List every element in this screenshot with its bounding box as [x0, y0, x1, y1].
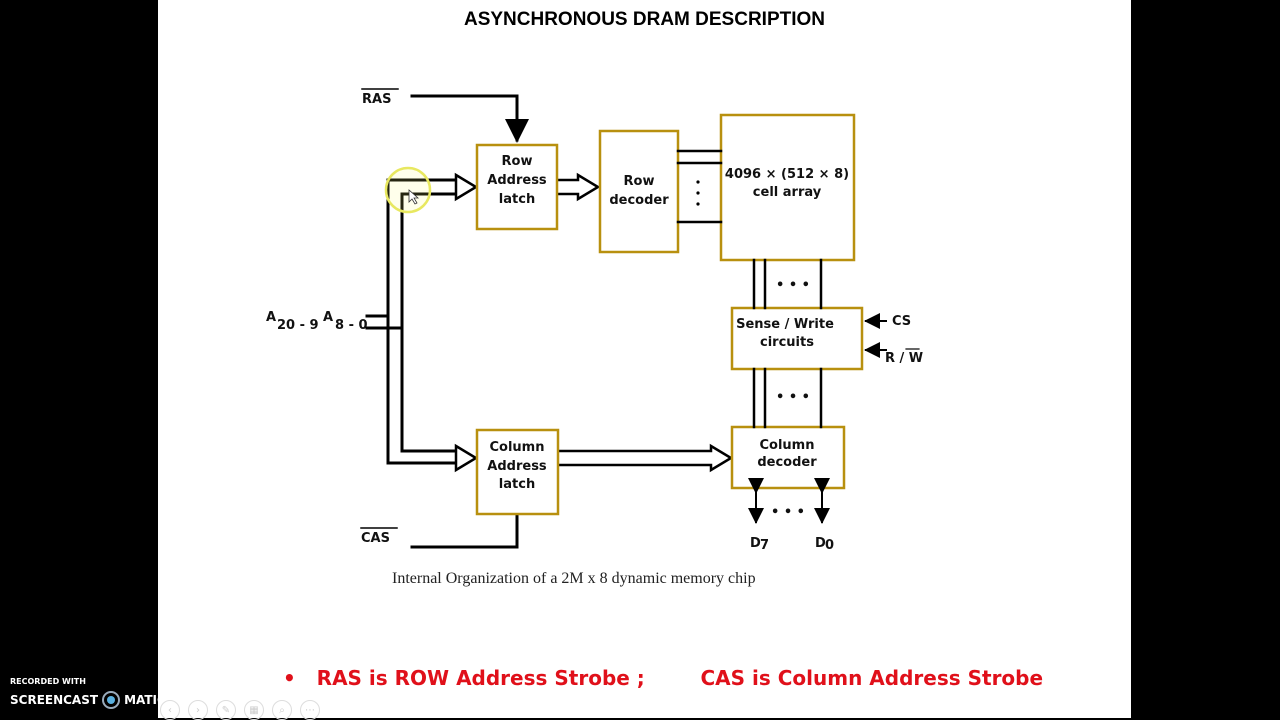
bullet-note: • RAS is ROW Address Strobe ; CAS is Col…: [283, 666, 1044, 690]
addr-lo-label: A: [323, 310, 333, 325]
watermark-text: MATIC: [124, 693, 166, 707]
bus-arrow: [454, 172, 479, 202]
mouse-cursor-icon: [408, 189, 420, 205]
slideshow-controls: ‹ › ✎ ▦ ⌕ ⋯: [160, 700, 320, 720]
row-latch-text: Address: [487, 173, 547, 188]
more-icon[interactable]: ⋯: [300, 700, 320, 720]
sense-write-circuits: [730, 306, 864, 371]
row-latch-text: Row: [502, 154, 533, 169]
ras-line: [410, 94, 529, 143]
cas-label: CAS: [361, 531, 390, 546]
cs-label: CS: [892, 314, 911, 329]
ellipsis: • • •: [776, 278, 810, 293]
ellipsis: • • •: [776, 390, 810, 405]
col-decoder-text: Column: [760, 438, 815, 453]
d0-label: D: [815, 536, 826, 551]
col-latch-text: latch: [499, 477, 535, 492]
row-decoder-text: decoder: [609, 193, 669, 208]
d0-sub: 0: [825, 538, 834, 553]
screencast-watermark: SCREENCAST MATIC: [10, 691, 166, 709]
ras-label: RAS: [362, 92, 391, 107]
col-latch-text: Address: [487, 459, 547, 474]
next-icon[interactable]: ›: [188, 700, 208, 720]
sense-write-text: Sense / Write: [736, 317, 834, 332]
row-address-latch: [475, 143, 559, 231]
row-decoder: [598, 129, 680, 254]
ellipsis: • • •: [771, 505, 805, 520]
addr-hi-label: A: [266, 310, 276, 325]
column-decoder: [730, 425, 846, 490]
slide: ASYNCHRONOUS DRAM DESCRIPTION RAS CAS A …: [158, 0, 1131, 718]
watermark-text: SCREENCAST: [10, 693, 99, 707]
d7-label: D: [750, 536, 761, 551]
d7-sub: 7: [760, 538, 769, 553]
diagram-caption: Internal Organization of a 2M x 8 dynami…: [392, 570, 756, 587]
cell-array-text: cell array: [753, 185, 822, 200]
watermark-line1: RECORDED WITH: [10, 677, 86, 686]
addr-lo-sub: 8 - 0: [335, 318, 368, 333]
col-latch-text: Column: [490, 440, 545, 455]
cell-array-text: 4096 × (512 × 8): [725, 167, 849, 182]
dram-diagram: RAS CAS A 20 - 9 A 8 - 0 Row Address lat…: [266, 88, 923, 587]
cell-array: [719, 113, 856, 262]
slide-title: ASYNCHRONOUS DRAM DESCRIPTION: [463, 9, 826, 30]
prev-icon[interactable]: ‹: [160, 700, 180, 720]
col-decoder-text: decoder: [757, 455, 817, 470]
sense-write-text: circuits: [760, 335, 814, 350]
addr-hi-sub: 20 - 9: [277, 318, 319, 333]
column-address-latch: [475, 428, 560, 516]
record-icon: [102, 691, 121, 709]
row-latch-text: latch: [499, 192, 535, 207]
slides-icon[interactable]: ▦: [244, 700, 264, 720]
cas-line: [410, 512, 519, 549]
rw-label: R / W: [885, 351, 923, 366]
cursor-highlight: [384, 166, 432, 214]
bus-arrow: [454, 443, 479, 473]
pen-icon[interactable]: ✎: [216, 700, 236, 720]
row-decoder-text: Row: [624, 174, 655, 189]
zoom-icon[interactable]: ⌕: [272, 700, 292, 720]
